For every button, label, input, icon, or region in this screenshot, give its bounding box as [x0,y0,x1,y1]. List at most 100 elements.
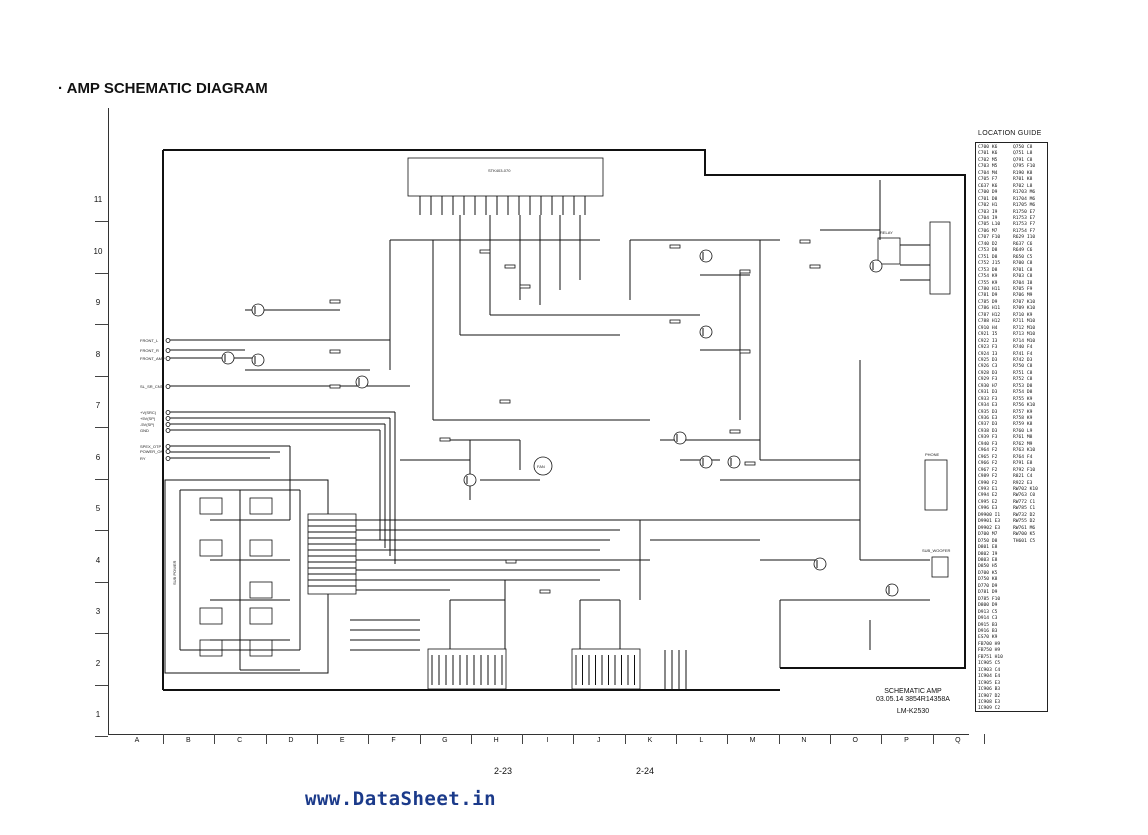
footer-line1: SCHEMATIC AMP [884,688,942,695]
column-label: C [237,737,243,744]
input-terminal [165,449,171,454]
column-label: F [391,737,396,744]
row-tick [95,375,108,377]
regulator-ic [199,539,223,557]
resistor [329,349,341,354]
transistor [463,473,477,487]
column-tick [624,734,626,744]
column-tick [932,734,934,744]
resistor [519,284,531,289]
footer-line2: 03.05.14 3854R14358A [876,696,950,703]
row-tick [95,324,108,325]
input-label: SPEX_OTP [140,444,161,449]
transistor [699,249,713,263]
footer-line3: LM-K2530 [896,708,930,715]
column-tick [676,734,677,744]
phone-label: PHONE [925,452,940,457]
page-title: · AMP SCHEMATIC DIAGRAM [58,80,268,97]
column-tick [419,734,421,744]
column-label: M [749,737,756,744]
regulator-ic [249,607,273,625]
input-terminal [165,444,171,449]
column-tick [316,734,318,744]
column-label: P [904,737,909,744]
regulator-ic [199,607,223,625]
ic-pins [419,196,586,215]
sub-woofer-label: SUB_WOOFER [922,548,951,553]
resistor [479,249,491,254]
row-label: 6 [95,452,101,462]
input-terminal [165,384,171,389]
resistor [329,299,341,304]
row-tick [95,684,108,686]
main-supply-bus [163,149,966,669]
ic-stk403 [407,157,604,197]
column-tick [522,734,524,744]
column-label: G [442,737,448,744]
regulator-ic [249,497,273,515]
transistors [221,249,899,597]
row-label: 9 [95,298,101,307]
page-number-left: 2-23 [494,766,513,776]
input-label: FRONT_R [140,348,159,353]
watermark[interactable]: www.DataSheet.in [305,788,497,810]
column-tick [163,734,164,744]
transistor [699,325,713,339]
row-tick [95,272,108,274]
transistor [869,259,883,273]
input-terminal [165,428,171,433]
input-label: FRONT_AMP [140,356,165,361]
input-terminal [165,422,171,427]
resistor [439,437,451,442]
input-terminal [165,348,171,353]
column-label: B [185,737,191,744]
input-terminal [165,416,171,421]
sub-woofer-jack [931,556,949,578]
location-guide-title: LOCATION GUIDE [978,130,1042,137]
resistor [669,319,681,324]
speaker-terminal [929,221,951,295]
column-tick [265,734,267,744]
resistor [505,559,517,564]
schematic-footer: SCHEMATIC AMP 03.05.14 3854R14358A LM-K2… [876,688,950,716]
column-tick [214,734,216,744]
regulator-ic [199,497,223,515]
column-tick [727,734,729,744]
input-terminal [165,338,171,343]
column-label: E [339,737,345,744]
fan-label: FAN [537,464,545,469]
row-label: 5 [95,504,101,513]
transistor [251,303,265,317]
column-label: K [647,737,653,744]
transistor [885,583,899,597]
wiring [170,180,930,690]
row-label: 8 [95,349,101,359]
column-tick [368,734,370,744]
resistor [539,589,551,594]
row-tick [95,736,108,737]
row-tick [95,221,108,222]
input-label: POWER_ON [140,449,163,454]
fan-motor [533,456,553,476]
column-label: J [596,737,601,744]
resistors [329,239,821,594]
regulator-ic [249,639,273,657]
location-guide-col2: Q750 C8 Q751 L8 Q791 C8 Q795 F10 R190 K8… [1013,145,1038,544]
relay-label: RELAY [880,230,893,235]
column-label: I [546,737,549,744]
column-label: Q [955,737,961,744]
input-labels: FRONT_LFRONT_RFRONT_AMPSL_SR_CNT+V(SRC)+… [140,338,171,461]
input-label: +V(SRC) [140,410,157,415]
transistor [673,431,687,445]
transistor [727,455,741,469]
location-guide-table: C700 K6 C701 K6 C702 M5 C703 M5 C704 M4 … [975,142,1048,712]
row-label: 1 [95,710,101,719]
input-label: RY [140,456,146,461]
resistor [799,239,811,244]
connector-block [307,513,357,595]
transistor [251,353,265,367]
column-tick [778,734,780,744]
input-terminal [165,410,171,415]
column-tick [573,734,575,744]
sub-power-label: SUB POWER [172,560,177,585]
